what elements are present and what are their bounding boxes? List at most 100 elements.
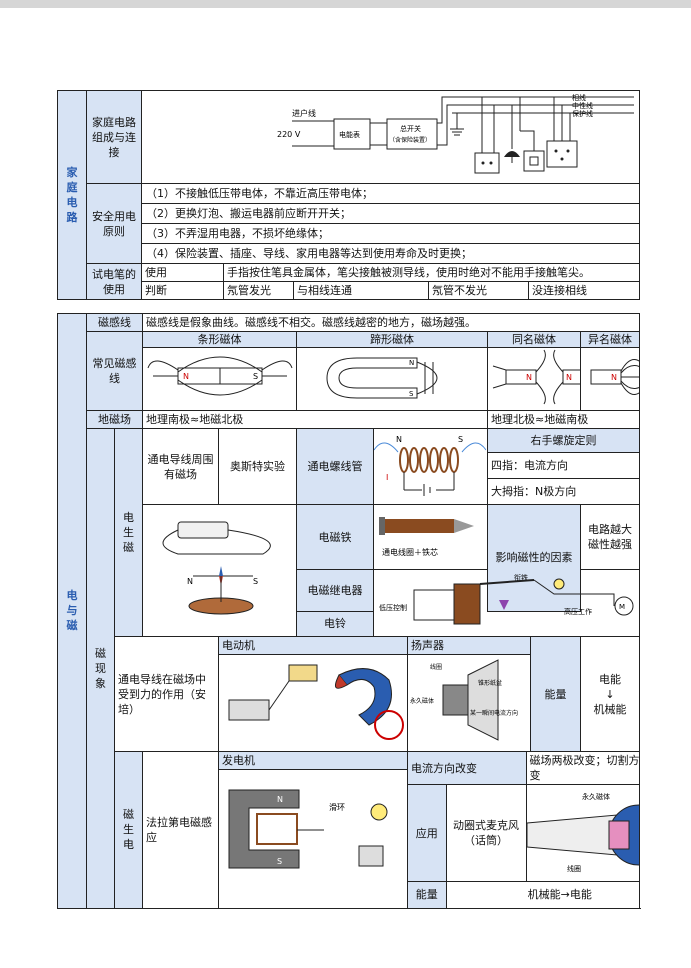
generator-cell: 发电机 N S 滑环: [219, 752, 408, 909]
solenoid-figure: N S I: [374, 430, 486, 500]
current-dir-label: 电流方向改变: [408, 752, 526, 785]
speaker-cell: 扬声器 线圈 锥形纸盆 永久磁体 某一瞬间电流方向: [408, 637, 531, 752]
like-poles-head: 同名磁体: [488, 332, 580, 348]
svg-text:S: S: [458, 435, 463, 444]
voltage-label: 220 V: [277, 130, 301, 139]
battery-icon: [178, 522, 228, 538]
ground-wire-label: 保护线: [572, 109, 593, 118]
mic-coil-label: 线圈: [567, 864, 581, 873]
pen-judge-4: 没连接相线: [529, 282, 640, 300]
motor-figure: [219, 655, 408, 747]
pen-use-text: 手指按住笔具金属体，笔尖接触被测导线，使用时绝对不能用手接触笔尖。: [224, 264, 640, 282]
geomag-left: 地理南极≈地磁北极: [143, 411, 488, 429]
phenomena-label: 磁现象: [87, 429, 115, 909]
svg-text:N: N: [526, 373, 532, 382]
like-poles-cell: 同名磁体 N N: [488, 332, 581, 411]
household-circuit-table: 家庭电路 家庭电路组成与连接 进户线 220 V 电能表 总开关 （含保险装置）: [57, 90, 640, 300]
magnet-side-title: 电与磁: [58, 314, 87, 909]
electromagnet-figure: 通电线圈＋铁芯: [374, 505, 486, 565]
speaker-coil-label: 线圈: [430, 663, 442, 671]
elec-to-mag-label: 电生磁: [115, 429, 143, 637]
generator-head: 发电机: [219, 752, 407, 770]
right-hand-rule: 右手螺旋定则: [488, 429, 640, 453]
field-line-label: 磁感线: [87, 314, 143, 332]
svg-text:N: N: [187, 577, 193, 586]
coil-core-label: 通电线圈＋铁芯: [382, 547, 438, 557]
svg-text:N: N: [566, 373, 572, 382]
speaker-head: 扬声器: [408, 637, 530, 655]
electromagnetism-table: 电与磁 磁感线 磁感线是假象曲线。磁感线不相交。磁感线越密的地方，磁场越强。 常…: [57, 313, 640, 909]
bar-magnet-head: 条形磁体: [143, 332, 296, 348]
bar-magnet-figure: N S: [143, 348, 297, 406]
slip-ring-label: 滑环: [329, 802, 345, 812]
speaker-figure: 线圈 锥形纸盆 永久磁体 某一瞬间电流方向: [408, 655, 520, 747]
mic-label: 动圈式麦克风（话筒）: [446, 785, 526, 882]
neutral-wire-label: 中性线: [572, 101, 593, 110]
thumb: 大拇指：N极方向: [488, 479, 640, 505]
low-voltage-label: 低压控制: [379, 603, 407, 612]
solenoid-label: 通电螺线管: [297, 429, 374, 505]
like-poles-figure: N N: [488, 348, 581, 406]
oersted-figure-cell: N S: [143, 505, 297, 637]
motor-energy-cell: 电能 ↓ 机械能: [581, 637, 640, 752]
relay-figure-cell: 衔铁 低压控制 高压工作 M: [374, 570, 640, 637]
unlike-poles-cell: 异名磁体 N S: [581, 332, 640, 411]
safety-rules-cell: （1）不接触低压带电体，不靠近高压带电体； （2）更换灯泡、搬运电器前应断开开关…: [142, 184, 640, 264]
outlet-icon: [475, 153, 499, 173]
mic-figure-cell: 永久磁体 线圈: [526, 785, 640, 882]
svg-text:S: S: [277, 857, 282, 866]
horseshoe-magnet-head: 蹄形磁体: [297, 332, 487, 348]
safety-rule-2: （2）更换灯泡、搬运电器前应断开开关；: [142, 204, 639, 224]
mic-magnet-label: 永久磁体: [582, 792, 610, 801]
safety-rule-3: （3）不弄湿用电器，不损坏绝缘体；: [142, 224, 639, 244]
unlike-poles-head: 异名磁体: [581, 332, 639, 348]
generator-figure: N S 滑环: [219, 770, 407, 888]
common-lines-label: 常见磁感线: [87, 332, 143, 411]
bell-label: 电铃: [297, 611, 374, 636]
main-switch-box: [387, 119, 437, 149]
circuit-diagram-cell: 进户线 220 V 电能表 总开关 （含保险装置） 相线 中性线: [142, 91, 640, 184]
horseshoe-magnet-cell: 蹄形磁体 N S: [297, 332, 488, 411]
switch-sub-label: （含保险装置）: [389, 136, 431, 144]
svg-text:N: N: [396, 435, 402, 444]
gen-energy-value: 机械能→电能: [446, 882, 640, 908]
speaker-cone-label: 锥形纸盆: [478, 679, 502, 687]
generator-info-table: 电流方向改变 磁场两极改变；切割方向改变 应用 动圈式麦克风（话筒） 永久磁体 …: [408, 752, 640, 908]
motor-energy-top: 电能: [584, 672, 636, 687]
live-wire-label: 相线: [572, 93, 586, 102]
oersted-label: 奥斯特实验: [219, 429, 297, 505]
mic-figure: 永久磁体 线圈: [527, 785, 640, 877]
motor-energy-label: 能量: [531, 637, 581, 752]
oersted-desc: 通电导线周围有磁场: [143, 429, 219, 505]
motor-head: 电动机: [219, 637, 407, 655]
pen-use-head: 使用: [142, 264, 224, 282]
bulb-icon: [554, 579, 564, 589]
lamp-icon: [504, 151, 520, 157]
bulb-icon: [371, 804, 387, 820]
high-voltage-label: 高压工作: [564, 607, 592, 616]
gen-energy-label: 能量: [408, 882, 446, 908]
pen-judge-2: 与相线连通: [294, 282, 429, 300]
pen-judge-1: 氖管发光: [224, 282, 294, 300]
faraday-label: 法拉第电磁感应: [143, 752, 219, 909]
motor-energy-bottom: 机械能: [584, 702, 636, 717]
oersted-figure: N S: [143, 514, 295, 624]
meter-label: 电能表: [339, 130, 360, 139]
top-bar: [0, 0, 691, 8]
safety-label: 安全用电原则: [87, 184, 142, 264]
mag-to-elec-label: 磁生电: [115, 752, 143, 909]
four-fingers: 四指：电流方向: [488, 453, 640, 479]
input-line-label: 进户线: [292, 108, 316, 118]
force-desc: 通电导线在磁场中受到力的作用（安培）: [115, 637, 219, 752]
svg-text:I: I: [386, 473, 388, 482]
relay-figure: 衔铁 低压控制 高压工作 M: [374, 570, 640, 632]
switch-icon: [524, 151, 544, 171]
application-label: 应用: [408, 785, 446, 882]
speaker-magnet-label: 永久磁体: [410, 697, 434, 705]
composition-label: 家庭电路组成与连接: [87, 91, 142, 184]
svg-text:N: N: [277, 795, 283, 804]
generator-info-cell: 电流方向改变 磁场两极改变；切割方向改变 应用 动圈式麦克风（话筒） 永久磁体 …: [408, 752, 640, 909]
solenoid-figure-cell: N S I: [374, 429, 488, 505]
electromagnet-label: 电磁铁: [297, 505, 374, 570]
bar-magnet-cell: 条形磁体 N S: [143, 332, 297, 411]
